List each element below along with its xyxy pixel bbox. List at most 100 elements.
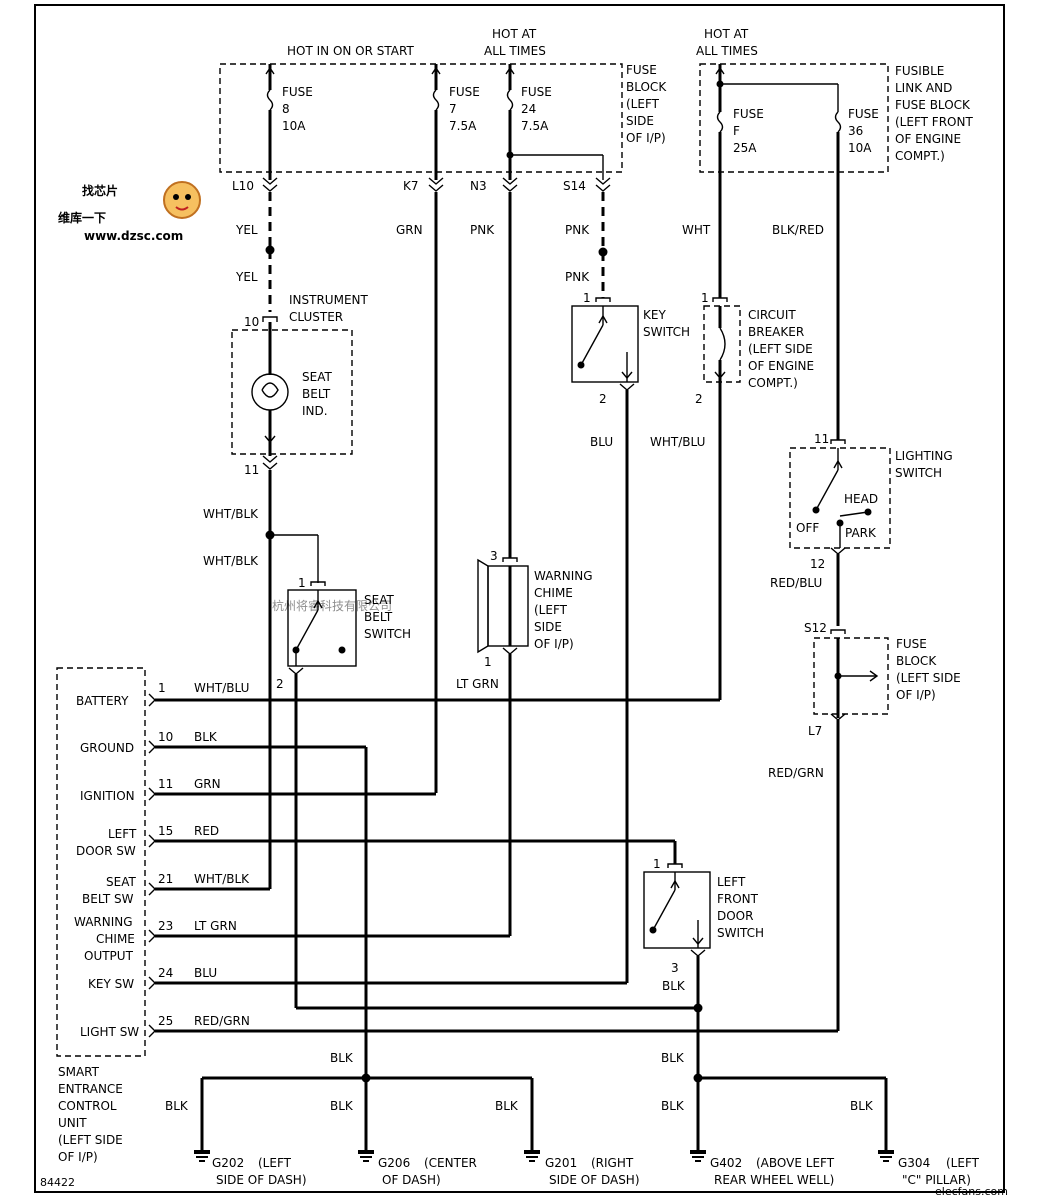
- fuse-f-label-3: 25A: [733, 141, 757, 155]
- breaker-label-4: OF ENGINE: [748, 359, 814, 373]
- fusible-link-box: [699, 63, 889, 173]
- ground-g304-id: G304: [898, 1156, 930, 1170]
- svg-text:RED: RED: [194, 824, 219, 838]
- fusible-label-3: FUSE BLOCK: [895, 98, 971, 112]
- warning-chime-icon: [477, 558, 489, 654]
- svg-text:25: 25: [158, 1014, 173, 1028]
- wire-wht-blu-label: WHT/BLU: [650, 435, 705, 449]
- fuse-24-label-1: FUSE: [521, 85, 552, 99]
- svg-text:BLK: BLK: [194, 730, 218, 744]
- fuse-7-label-3: 7.5A: [449, 119, 477, 133]
- control-unit-title-2: ENTRANCE: [58, 1082, 123, 1096]
- fuse-8-icon: [266, 89, 274, 111]
- wire-wht-label: WHT: [682, 223, 711, 237]
- fuse-7-label-1: FUSE: [449, 85, 480, 99]
- wire-blk-g402: BLK: [661, 1099, 685, 1113]
- pin-11-lighting: 11: [814, 432, 829, 446]
- svg-text:LT GRN: LT GRN: [194, 919, 237, 933]
- watermark-text: 杭州将睿科技有限公司: [272, 598, 392, 613]
- terminal-ground: GROUND 10 BLK: [80, 730, 368, 1080]
- small-fuse-label-3: (LEFT SIDE: [896, 671, 961, 685]
- control-unit-title-4: UNIT: [58, 1116, 87, 1130]
- svg-text:24: 24: [158, 966, 173, 980]
- diagram-frame: [34, 4, 1005, 1193]
- door-switch-box: [643, 871, 711, 949]
- warning-chime-box: [487, 565, 529, 647]
- wire-blk-g206: BLK: [330, 1099, 354, 1113]
- pin-11-cluster: 11: [244, 463, 259, 477]
- pin-10-cluster: 10: [244, 315, 259, 329]
- fuse-24-label-2: 24: [521, 102, 536, 116]
- wire-blk-red-label: BLK/RED: [772, 223, 824, 237]
- ground-g304-desc-2: "C" PILLAR): [902, 1173, 971, 1187]
- fuse-36-label-2: 36: [848, 124, 863, 138]
- hot-in-on-label: HOT IN ON OR START: [287, 44, 414, 58]
- svg-text:WHT/BLK: WHT/BLK: [194, 872, 250, 886]
- svg-text:CHIME: CHIME: [96, 932, 135, 946]
- wire-red-grn-label: RED/GRN: [768, 766, 824, 780]
- door-switch-label-3: DOOR: [717, 909, 753, 923]
- wire-blk-door-label: BLK: [662, 979, 686, 993]
- connector-k7: K7: [403, 179, 419, 193]
- lighting-head-label: HEAD: [844, 492, 878, 506]
- terminal-left-door-sw: LEFT DOOR SW 15 RED: [76, 824, 677, 864]
- wire-blk-label-g402: BLK: [661, 1051, 685, 1065]
- fuse-36-label-3: 10A: [848, 141, 872, 155]
- svg-text:LIGHT SW: LIGHT SW: [80, 1025, 139, 1039]
- ground-g304-desc-1: (LEFT: [946, 1156, 980, 1170]
- svg-text:RED/GRN: RED/GRN: [194, 1014, 250, 1028]
- wire-yel-2: YEL: [235, 270, 258, 284]
- ground-g402-desc-2: REAR WHEEL WELL): [714, 1173, 834, 1187]
- terminal-ignition: IGNITION 11 GRN: [80, 777, 436, 803]
- connector-s14: S14: [563, 179, 586, 193]
- control-unit-box: [56, 667, 146, 1057]
- ground-g402-id: G402: [710, 1156, 742, 1170]
- fuse-f-label-1: FUSE: [733, 107, 764, 121]
- lighting-switch-label-1: LIGHTING: [895, 449, 953, 463]
- pin-1-seatbelt: 1: [298, 576, 306, 590]
- svg-text:BATTERY: BATTERY: [76, 694, 129, 708]
- control-unit-title-3: CONTROL: [58, 1099, 117, 1113]
- connector-s12: S12: [804, 621, 827, 635]
- wire-blk-label-g206: BLK: [330, 1051, 354, 1065]
- fusible-label-5: OF ENGINE: [895, 132, 961, 146]
- lighting-park-label: PARK: [845, 526, 877, 540]
- ground-g201-id: G201: [545, 1156, 577, 1170]
- key-switch-box: [571, 305, 639, 383]
- fuse-8-label-1: FUSE: [282, 85, 313, 99]
- control-unit-title-1: SMART: [58, 1065, 100, 1079]
- wire-pnk-label-3: PNK: [565, 270, 590, 284]
- breaker-label-5: COMPT.): [748, 376, 798, 390]
- key-switch-label-1: KEY: [643, 308, 666, 322]
- connector-l10: L10: [232, 179, 254, 193]
- wire-blk-g202: BLK: [165, 1099, 189, 1113]
- control-unit-title-5: (LEFT SIDE: [58, 1133, 123, 1147]
- svg-text:23: 23: [158, 919, 173, 933]
- wire-pnk-label-2: PNK: [565, 223, 590, 237]
- svg-text:11: 11: [158, 777, 173, 791]
- breaker-label-1: CIRCUIT: [748, 308, 796, 322]
- seat-belt-ind-label-3: IND.: [302, 404, 328, 418]
- svg-text:BLU: BLU: [194, 966, 217, 980]
- fuse-block-label-2: BLOCK: [626, 80, 667, 94]
- pin-2-key: 2: [599, 392, 607, 406]
- chime-label-3: (LEFT: [534, 603, 568, 617]
- svg-text:KEY SW: KEY SW: [88, 977, 134, 991]
- seat-belt-ind-label-2: BELT: [302, 387, 331, 401]
- door-switch-label-1: LEFT: [717, 875, 746, 889]
- svg-text:DOOR SW: DOOR SW: [76, 844, 136, 858]
- seat-belt-switch-box: [287, 589, 357, 667]
- fuse-8-label-2: 8: [282, 102, 290, 116]
- fuse-36-icon: [834, 111, 842, 133]
- svg-text:GROUND: GROUND: [80, 741, 134, 755]
- wire-wht-blk-label-1: WHT/BLK: [203, 507, 259, 521]
- pin-2-breaker: 2: [695, 392, 703, 406]
- connector-l7: L7: [808, 724, 822, 738]
- svg-text:维库一下: 维库一下: [58, 210, 106, 225]
- small-fuse-label-4: OF I/P): [896, 688, 936, 702]
- pin-1-key: 1: [583, 291, 591, 305]
- terminal-key-sw: KEY SW 24 BLU: [88, 966, 627, 991]
- wire-blk-g304: BLK: [850, 1099, 874, 1113]
- svg-text:21: 21: [158, 872, 173, 886]
